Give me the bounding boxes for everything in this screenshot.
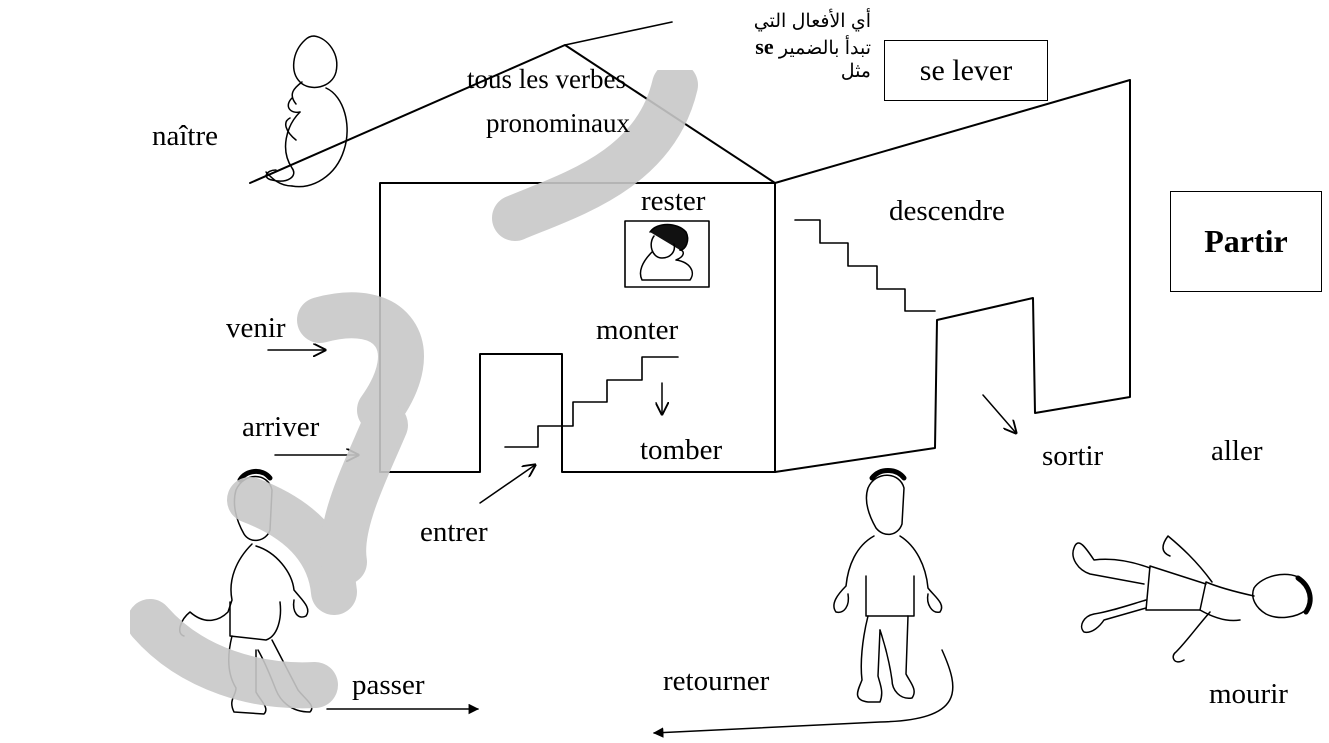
verb-sortir: sortir: [1042, 440, 1104, 472]
lying-person-icon: [1072, 535, 1313, 663]
front-stairs: [504, 356, 679, 448]
verb-rester: rester: [641, 185, 706, 217]
verb-retourner: retourner: [663, 665, 770, 697]
roof-label-line2: pronominaux: [486, 108, 630, 138]
verb-entrer: entrer: [420, 516, 488, 548]
arrow-icon: [982, 394, 1016, 433]
house-side-wall: [774, 79, 1131, 473]
verb-passer: passer: [352, 669, 425, 701]
arabic-note-line1: أي الأفعال التي: [753, 11, 871, 32]
baby-icon: [265, 35, 348, 188]
verb-arriver: arriver: [242, 411, 320, 443]
partir-box: Partir: [1170, 191, 1322, 292]
arabic-note-line3: مثل: [840, 61, 871, 82]
verb-tomber: tomber: [640, 434, 723, 466]
roof-label-line1: tous les verbes: [467, 64, 626, 94]
arabic-note-line2: تبدأ بالضمير se: [755, 34, 871, 61]
arabic-note-se: se: [755, 34, 774, 59]
person-icon: [179, 469, 313, 715]
partir-label: Partir: [1204, 223, 1288, 259]
stairs-icon: [794, 219, 936, 312]
verb-mourir: mourir: [1209, 678, 1288, 710]
verb-descendre: descendre: [889, 195, 1005, 227]
verb-monter: monter: [596, 314, 679, 346]
arrow-icon: [479, 465, 535, 504]
roof-pointer-line: [564, 21, 673, 46]
se-lever-label: se lever: [919, 53, 1013, 87]
person-icon: [833, 468, 943, 703]
arrow-icon: [652, 649, 954, 738]
portrait-figure: [639, 223, 694, 281]
se-lever-box: se lever: [884, 40, 1048, 101]
verb-aller: aller: [1211, 435, 1263, 467]
verb-venir: venir: [226, 312, 286, 344]
house-front-wall: [379, 182, 776, 473]
arabic-note-prefix: تبدأ بالضمير: [778, 38, 871, 59]
house: [249, 21, 1131, 473]
verb-naitre: naître: [152, 120, 219, 152]
